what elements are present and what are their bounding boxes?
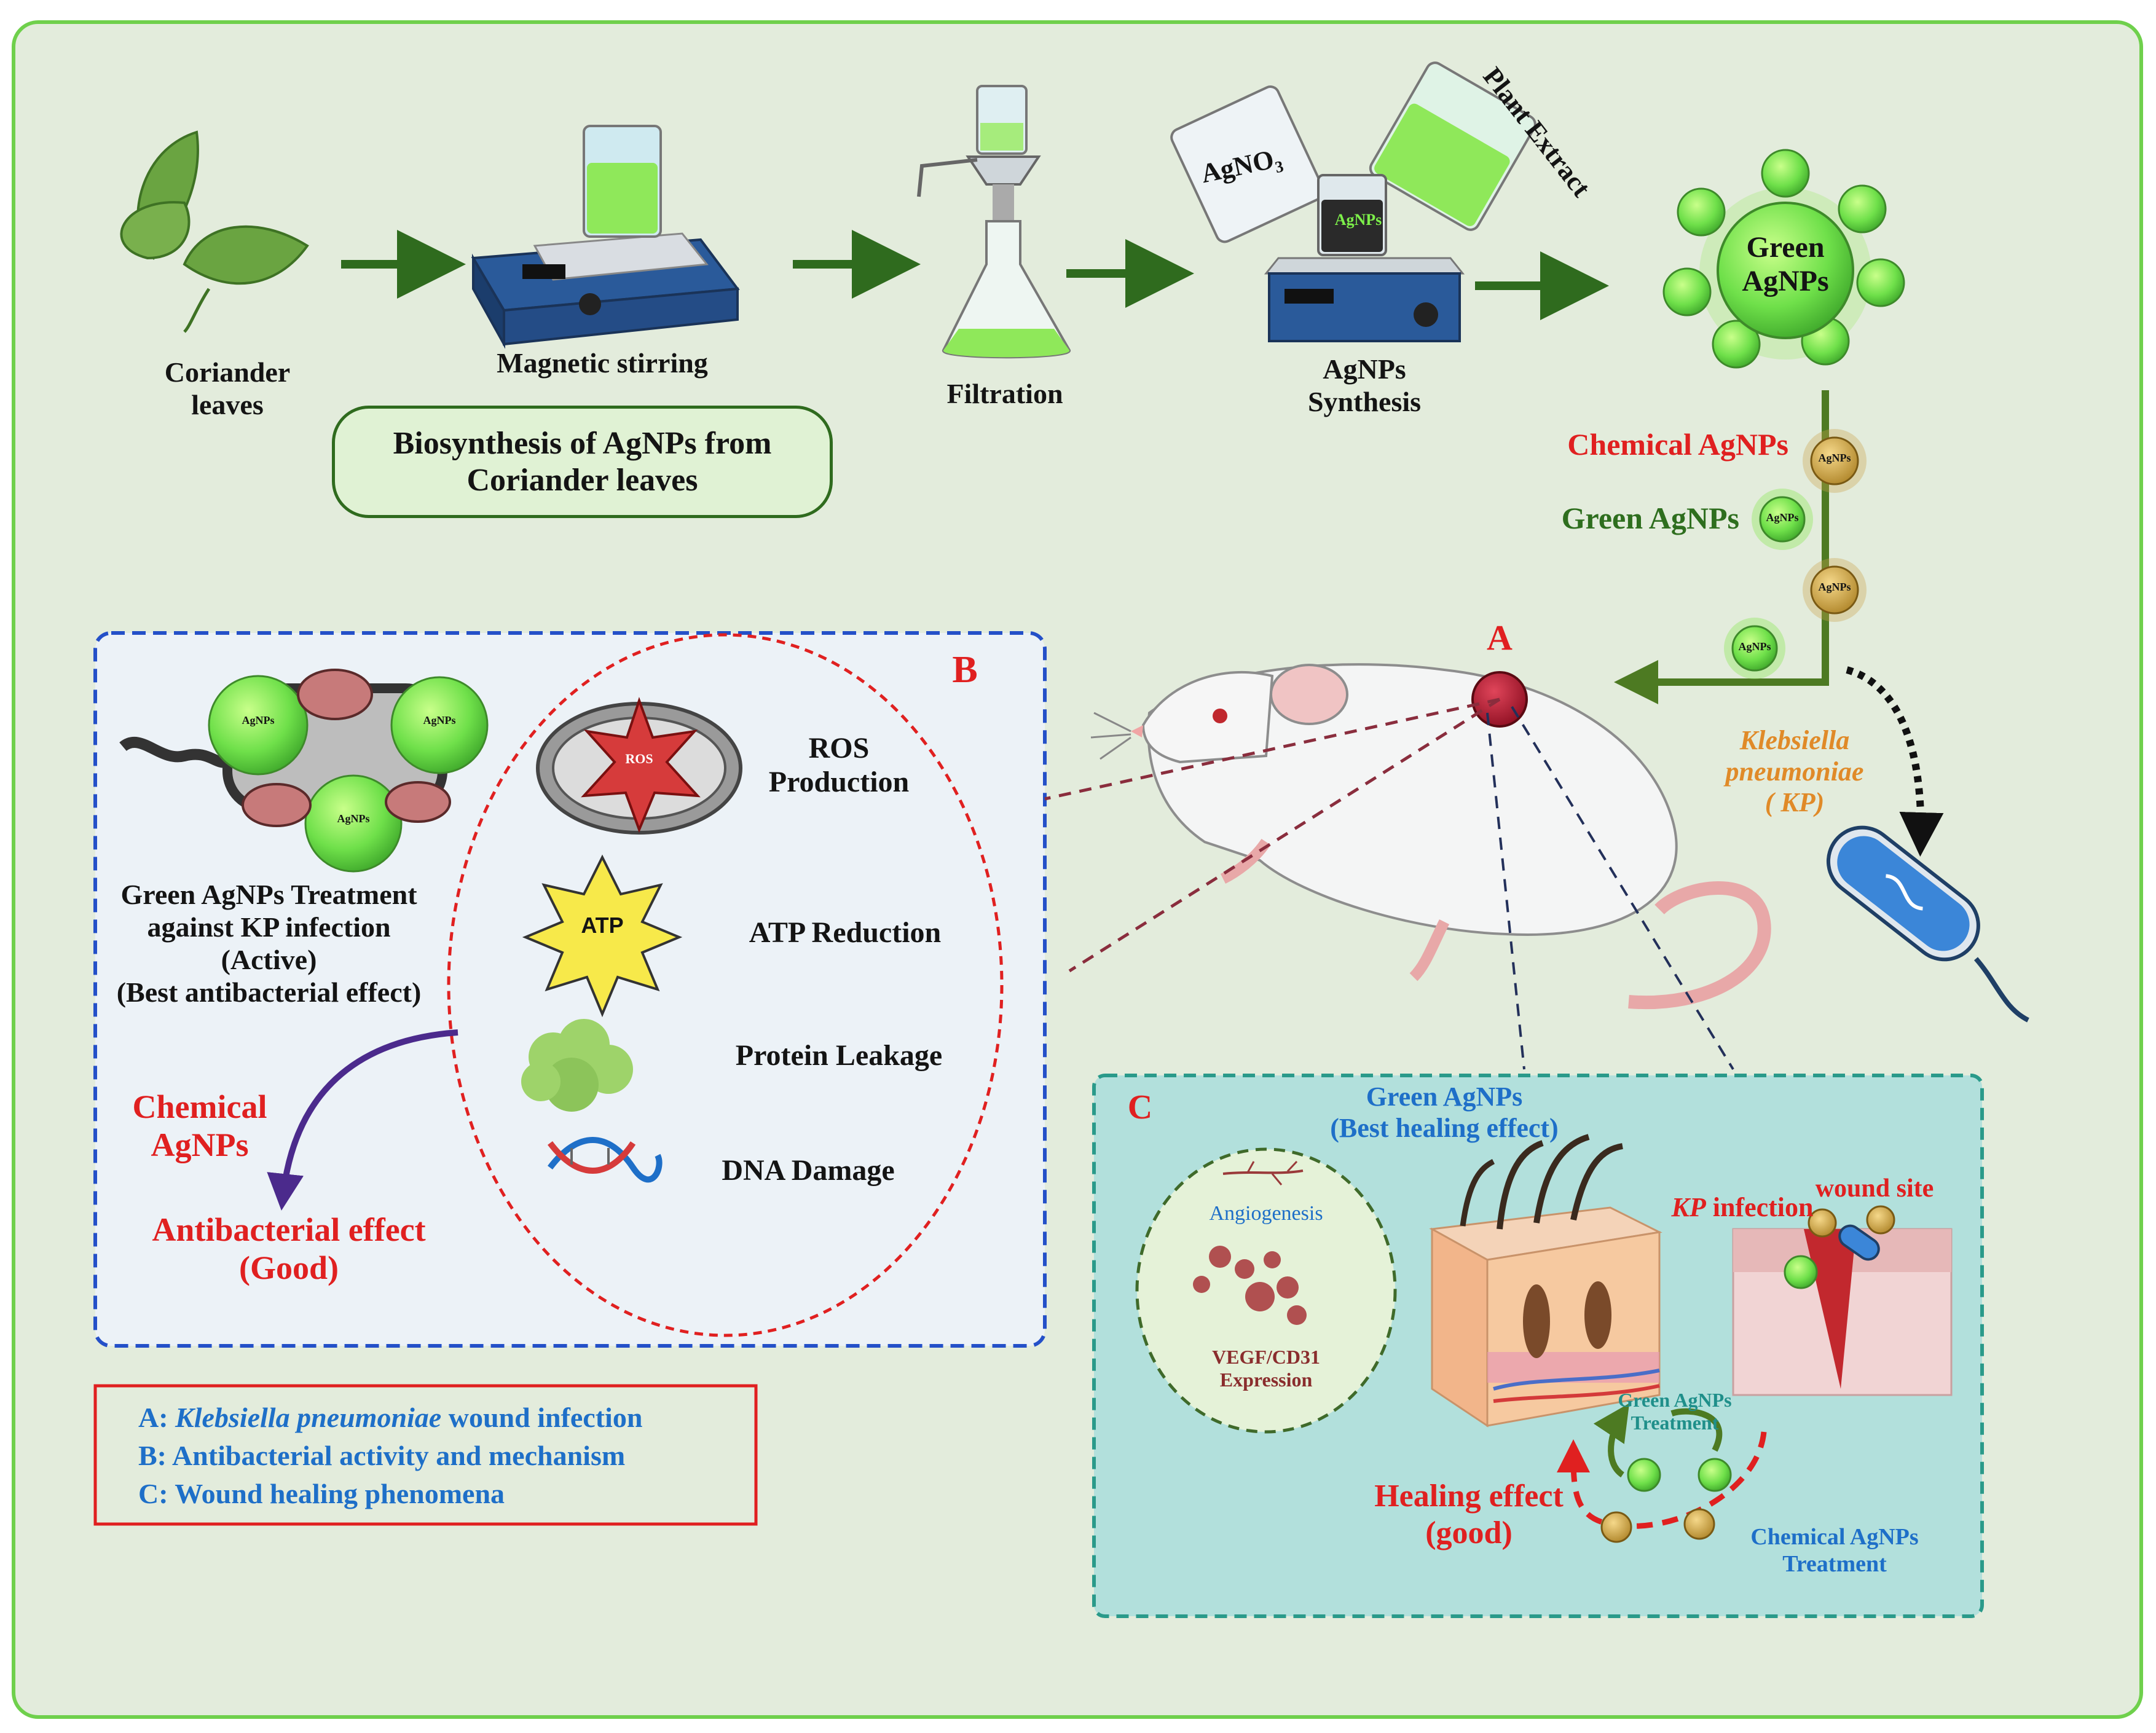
legend-box — [93, 1384, 758, 1526]
green-cycle-arrow — [1593, 1403, 1630, 1478]
green-agnps-particle-label: Green AgNPs — [1742, 231, 1829, 298]
chemical-agnps-particle-icon — [1600, 1511, 1632, 1543]
particle-tag: AgNPs — [242, 714, 275, 726]
particle-tag: AgNPs — [1818, 452, 1851, 464]
magnetic-stirrer-icon — [471, 125, 740, 349]
agnps-synthesis-label: AgNPs Synthesis — [1307, 353, 1422, 417]
legend-a-species: Klebsiella pneumoniae — [175, 1402, 442, 1433]
legend-c: C: Wound healing phenomena — [138, 1478, 505, 1509]
ros-production-label: ROS Production — [768, 732, 910, 799]
treated-bacterium-icon — [119, 669, 489, 873]
kp-infection-label: KP infection — [1653, 1192, 1831, 1224]
chemical-agnps-particle-icon — [1803, 429, 1867, 622]
green-agnps-small-particle-icon — [1627, 1458, 1661, 1492]
treatment-delivery-arrow — [1614, 390, 1829, 704]
legend-a-suffix: wound infection — [441, 1402, 643, 1433]
agnps-synthesis-setup-icon — [1170, 61, 1536, 342]
filtration-flask-icon — [917, 85, 1071, 359]
dna-helix-icon — [548, 1137, 663, 1183]
infection-dotted-arrow — [1846, 666, 1944, 857]
chemical-treatment-label: Chemical AgNPs Treatment — [1750, 1524, 1919, 1577]
klebsiella-bacterium-icon — [1826, 825, 2029, 1023]
vegf-label: VEGF/CD31 Expression — [1212, 1346, 1320, 1391]
chemical-agnps-particle-icon — [1683, 1508, 1715, 1540]
wound-site-label: wound site — [1815, 1174, 1934, 1203]
blood-vessel-icon — [1222, 1160, 1304, 1185]
atp-burst-icon — [522, 854, 683, 1018]
magnetic-stirring-label: Magnetic stirring — [497, 347, 708, 379]
panel-b-letter: B — [952, 649, 978, 691]
particle-tag: AgNPs — [1766, 511, 1799, 524]
zoom-line-b — [1068, 698, 1501, 973]
kp-infection-text: infection — [1706, 1192, 1814, 1222]
chemical-agnps-label: Chemical AgNPs — [132, 1088, 267, 1164]
particle-tag: AgNPs — [423, 714, 456, 726]
antibacterial-effect-label: Antibacterial effect (Good) — [152, 1211, 426, 1287]
chemical-agnps-label: Chemical AgNPs — [1567, 427, 1788, 462]
legend-a-prefix: A: — [138, 1402, 176, 1433]
zoom-line-b — [1044, 698, 1500, 801]
coriander-leaves-label: Coriander leaves — [164, 356, 291, 420]
coriander-leaves-icon — [120, 130, 309, 333]
healing-effect-label: Healing effect (good) — [1374, 1479, 1564, 1550]
beaker-agnps-label: AgNPs — [1334, 211, 1382, 229]
green-agnps-label: Green AgNPs — [1561, 501, 1739, 535]
klebsiella-label: Klebsiella pneumoniae ( KP) — [1725, 725, 1864, 818]
zoom-line-c — [1486, 712, 1525, 1070]
ros-mitochondria-icon — [536, 696, 742, 835]
comparison-arrow — [267, 1029, 458, 1211]
particle-tag: AgNPs — [337, 812, 370, 825]
particle-tag: AgNPs — [1738, 640, 1771, 653]
dna-damage-label: DNA Damage — [722, 1154, 895, 1187]
ros-badge: ROS — [625, 751, 653, 766]
green-best-healing-label: Green AgNPs (Best healing effect) — [1330, 1082, 1559, 1143]
green-cycle-arrow — [1670, 1408, 1723, 1452]
vegf-cells-icon — [1193, 1246, 1307, 1325]
atp-reduction-label: ATP Reduction — [749, 916, 942, 949]
protein-blob-icon — [521, 1019, 633, 1112]
wound-site-icon — [1732, 1205, 1953, 1396]
marker-a-label: A — [1487, 618, 1513, 658]
green-agnps-small-particle-icon — [1724, 489, 1813, 679]
particle-tag: AgNPs — [1818, 581, 1851, 593]
skin-section-icon — [1429, 1134, 1662, 1428]
legend-b: B: Antibacterial activity and mechanism — [138, 1440, 626, 1471]
green-agnps-particle-icon — [1662, 149, 1905, 369]
legend-a: A: Klebsiella pneumoniae wound infection — [138, 1401, 642, 1434]
angiogenesis-label: Angiogenesis — [1209, 1202, 1323, 1225]
filtration-label: Filtration — [946, 378, 1063, 409]
mechanism-oval — [447, 633, 1004, 1337]
panel-c-letter: C — [1127, 1088, 1153, 1126]
biosynthesis-box: Biosynthesis of AgNPs from Coriander lea… — [332, 406, 833, 518]
green-treatment-label: Green AgNPs Treatment — [1618, 1389, 1732, 1434]
protein-leakage-label: Protein Leakage — [735, 1039, 943, 1072]
kp-abbrev: KP — [1671, 1192, 1706, 1222]
zoom-line-c — [1511, 705, 1734, 1071]
atp-badge: ATP — [581, 913, 624, 938]
green-agnps-small-particle-icon — [1698, 1458, 1732, 1492]
treatment-label: Green AgNPs Treatment against KP infecti… — [116, 879, 422, 1008]
biosynthesis-label: Biosynthesis of AgNPs from Coriander lea… — [393, 425, 772, 498]
